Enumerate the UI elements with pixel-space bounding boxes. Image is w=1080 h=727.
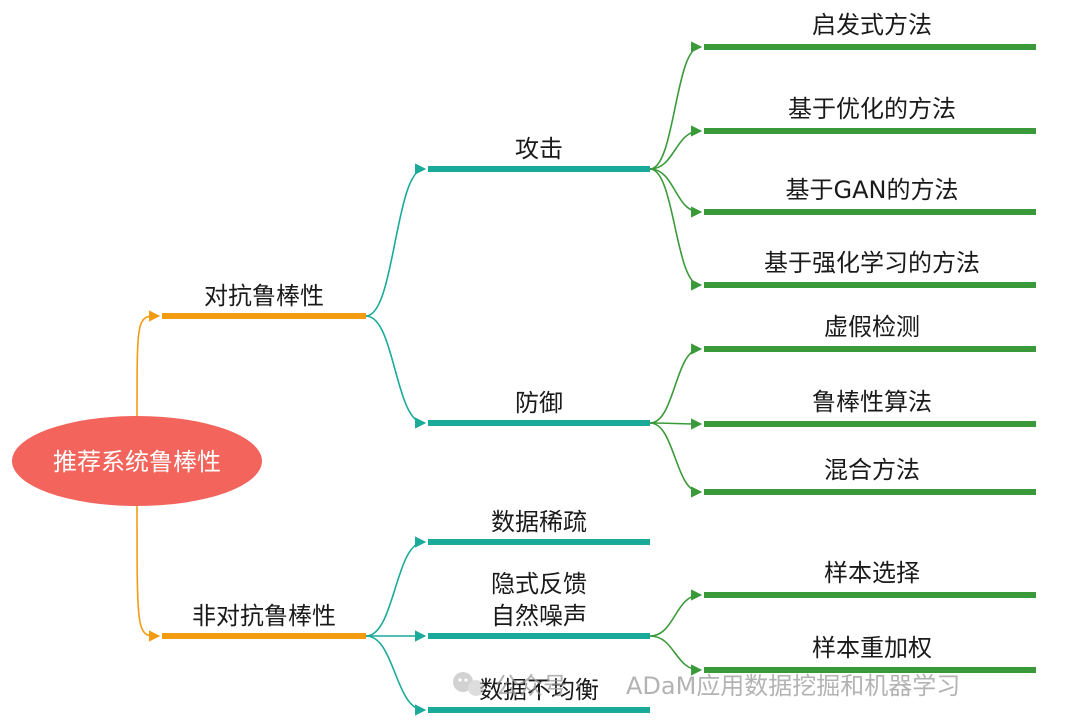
- sub-label-2-2-line-2: 自然噪声: [491, 602, 587, 630]
- connector-sub-1-1-to-leaf-1: [649, 41, 703, 170]
- sub-label-2-2-line-1: 隐式反馈: [491, 570, 587, 598]
- connector-sub-1-1-to-leaf-4: [649, 168, 703, 291]
- leaf-bar-1-2-3: [704, 489, 1036, 495]
- leaf-label-1-1-4: 基于强化学习的方法: [764, 249, 980, 277]
- connector-sub-1-2-to-leaf-1: [649, 343, 703, 424]
- sub-label-2-1: 数据稀疏: [491, 508, 587, 536]
- branch-label-2: 非对抗鲁棒性: [192, 602, 336, 630]
- connector-sub-2-2-to-leaf-2: [649, 635, 703, 676]
- branch-bar-2: [162, 633, 366, 639]
- watermark-prefix: 公众号 ·: [495, 672, 582, 700]
- sub-label-2-3: 数据不均衡: [479, 676, 599, 704]
- leaf-bar-1-2-2: [704, 421, 1036, 427]
- leaf-label-1-2-1: 虚假检测: [824, 313, 920, 341]
- watermark: 公众号 · ADaM应用数据挖掘和机器学习: [453, 672, 960, 700]
- sub-bar-1-1: [428, 166, 650, 172]
- branch-bar-1: [162, 313, 366, 319]
- connector-branch-2-to-sub-1: [365, 536, 427, 637]
- root-node-ellipse: [12, 416, 262, 506]
- leaf-label-1-1-3: 基于GAN的方法: [786, 176, 959, 204]
- wechat-icon: [453, 672, 484, 696]
- connector-sub-1-1-to-leaf-3: [649, 168, 703, 218]
- sub-label-1-1: 攻击: [515, 135, 563, 163]
- leaf-bar-2-2-1: [704, 592, 1036, 598]
- branch-label-1: 对抗鲁棒性: [204, 282, 324, 310]
- leaf-bar-1-2-1: [704, 346, 1036, 352]
- root-node-label: 推荐系统鲁棒性: [53, 448, 221, 476]
- leaf-bar-2-2-2: [704, 667, 1036, 673]
- leaf-label-1-1-1: 启发式方法: [812, 11, 932, 39]
- connector-root-to-branch-2: [136, 505, 161, 642]
- connector-branch-1-to-sub-2: [365, 315, 427, 429]
- connector-root-to-branch-1: [136, 310, 161, 417]
- node-layer: 推荐系统鲁棒性 对抗鲁棒性 攻击 启发式方法基于优化的方法基于GAN的方法基于强化学习…: [12, 11, 1036, 713]
- leaf-label-2-2-2: 样本重加权: [812, 634, 932, 662]
- sub-bar-2-3: [428, 707, 650, 713]
- leaf-label-1-1-2: 基于优化的方法: [788, 95, 956, 123]
- connector-layer: [136, 41, 703, 716]
- connector-branch-2-to-sub-3: [365, 635, 427, 716]
- sub-bar-2-1: [428, 539, 650, 545]
- watermark-text: ADaM应用数据挖掘和机器学习: [626, 672, 960, 700]
- connector-branch-1-to-sub-1: [365, 163, 427, 317]
- leaf-bar-1-1-3: [704, 209, 1036, 215]
- connector-sub-1-2-to-leaf-3: [649, 422, 703, 498]
- sub-bar-1-2: [428, 420, 650, 426]
- sub-bar-2-2: [428, 633, 650, 639]
- leaf-label-2-2-1: 样本选择: [824, 559, 920, 587]
- leaf-bar-1-1-1: [704, 44, 1036, 50]
- connector-sub-2-2-to-leaf-1: [649, 589, 703, 637]
- connector-sub-1-1-to-leaf-2: [649, 125, 703, 170]
- leaf-bar-1-1-2: [704, 128, 1036, 134]
- leaf-label-1-2-3: 混合方法: [824, 456, 920, 484]
- leaf-label-1-2-2: 鲁棒性算法: [812, 388, 932, 416]
- leaf-bar-1-1-4: [704, 282, 1036, 288]
- connector-sub-1-2-to-leaf-2: [649, 418, 703, 430]
- sub-label-1-2: 防御: [515, 389, 563, 417]
